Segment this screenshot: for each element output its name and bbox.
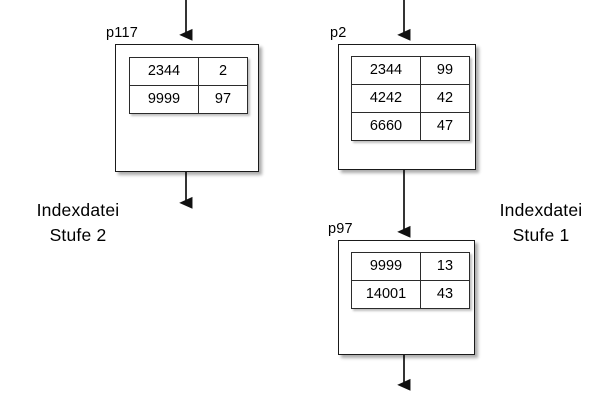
entry-key: 9999 [129,85,199,114]
entry-key: 2344 [129,57,199,86]
entry-table-p2: 2344 99 4242 42 6660 47 [351,56,470,141]
entry-table-p97: 9999 13 14001 43 [351,252,470,309]
entry-key: 2344 [351,56,421,85]
node-label-p117: p117 [106,25,138,41]
caption-right-line2: Stufe 1 [512,225,570,245]
table-row: 6660 47 [351,112,470,141]
table-row: 14001 43 [351,280,470,309]
caption-left: Indexdatei Stufe 2 [8,198,148,248]
node-label-p97: p97 [328,221,353,237]
entry-pointer: 13 [420,252,470,281]
entry-key: 6660 [351,112,421,141]
page-block-p97[interactable]: 9999 13 14001 43 [338,240,475,355]
entry-pointer: 42 [420,84,470,113]
caption-left-line1: Indexdatei [36,200,120,220]
entry-table-p117: 2344 2 9999 97 [129,57,248,114]
caption-right: Indexdatei Stufe 1 [478,198,604,248]
page-block-p2[interactable]: 2344 99 4242 42 6660 47 [338,44,476,170]
table-row: 9999 97 [129,85,248,114]
entry-key: 9999 [351,252,421,281]
node-label-p2: p2 [330,25,347,41]
entry-pointer: 99 [420,56,470,85]
entry-pointer: 97 [198,85,248,114]
entry-pointer: 43 [420,280,470,309]
table-row: 2344 2 [129,57,248,86]
entry-pointer: 2 [198,57,248,86]
caption-left-line2: Stufe 2 [49,225,107,245]
caption-right-line1: Indexdatei [499,200,583,220]
entry-key: 4242 [351,84,421,113]
entry-pointer: 47 [420,112,470,141]
table-row: 4242 42 [351,84,470,113]
table-row: 2344 99 [351,56,470,85]
table-row: 9999 13 [351,252,470,281]
entry-key: 14001 [351,280,421,309]
page-block-p117[interactable]: 2344 2 9999 97 [115,44,259,172]
